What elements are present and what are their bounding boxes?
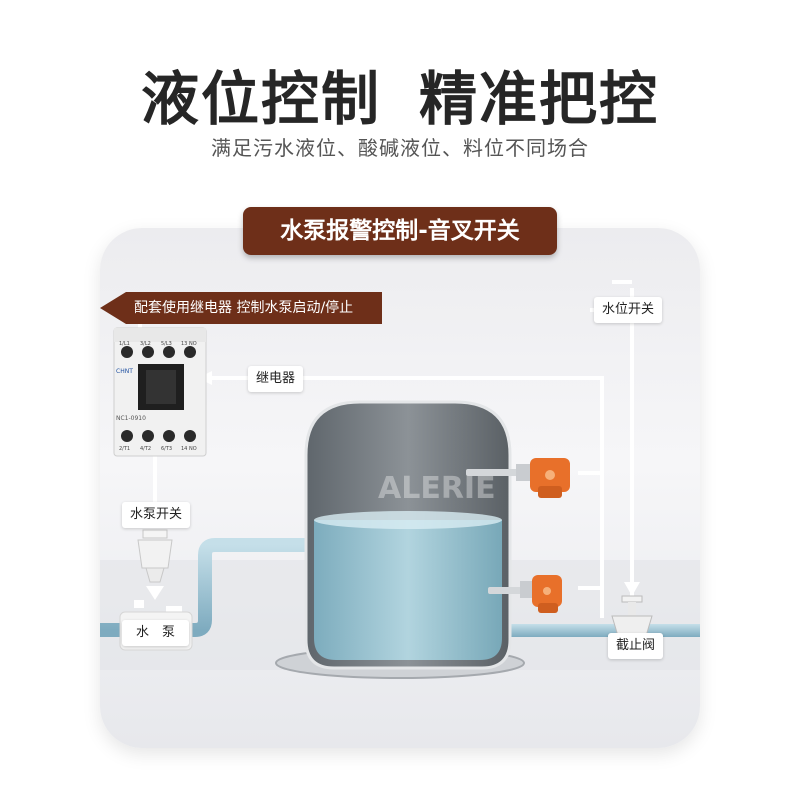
tank-water [314, 520, 502, 660]
terminal-label: 4/T2 [140, 446, 151, 452]
switch-icon [137, 529, 173, 583]
contactor-brand: CHNT [116, 368, 133, 375]
contactor-model: NC1-0910 [116, 415, 146, 422]
pump-switch-label: 水泵开关 [122, 502, 191, 528]
tuning-fork-sensor-icon [466, 458, 570, 498]
page-subtitle: 满足污水液位、酸碱液位、料位不同场合 [211, 136, 589, 160]
terminal-label: 2/T1 [119, 446, 130, 452]
title-left: 液位控制 [140, 65, 381, 133]
page-title: 液位控制精准把控 [0, 52, 800, 136]
watermark: ALERIE [378, 471, 496, 506]
terminal-label: 5/L3 [161, 341, 172, 347]
terminal-label: 1/L1 [119, 341, 130, 347]
valve-label: 截止阀 [608, 633, 664, 659]
title-right: 精准把控 [419, 65, 660, 133]
relay-label: 继电器 [248, 366, 304, 392]
terminal-label: 6/T3 [161, 446, 172, 452]
terminal-label: 14 NO [181, 446, 197, 452]
inlet-pipe [100, 538, 312, 637]
terminal-label: 13 NO [181, 341, 197, 347]
tuning-fork-sensor-icon [488, 575, 562, 613]
outlet-pipe [508, 624, 700, 637]
contactor-note: 配套使用继电器 控制水泵启动/停止 [100, 292, 382, 324]
contactor: CHNT NC1-0910 1/L1 3/L2 5/L3 13 NO 2/T1 … [113, 327, 207, 457]
section-banner: 水泵报警控制-音叉开关 [243, 207, 557, 255]
pump-label: 水 泵 [122, 620, 190, 646]
water-surface [314, 511, 502, 529]
level-switch-label: 水位开关 [594, 297, 663, 323]
valve-arrow [624, 582, 640, 596]
terminal-label: 3/L2 [140, 341, 151, 347]
pump-arrow [146, 586, 164, 600]
